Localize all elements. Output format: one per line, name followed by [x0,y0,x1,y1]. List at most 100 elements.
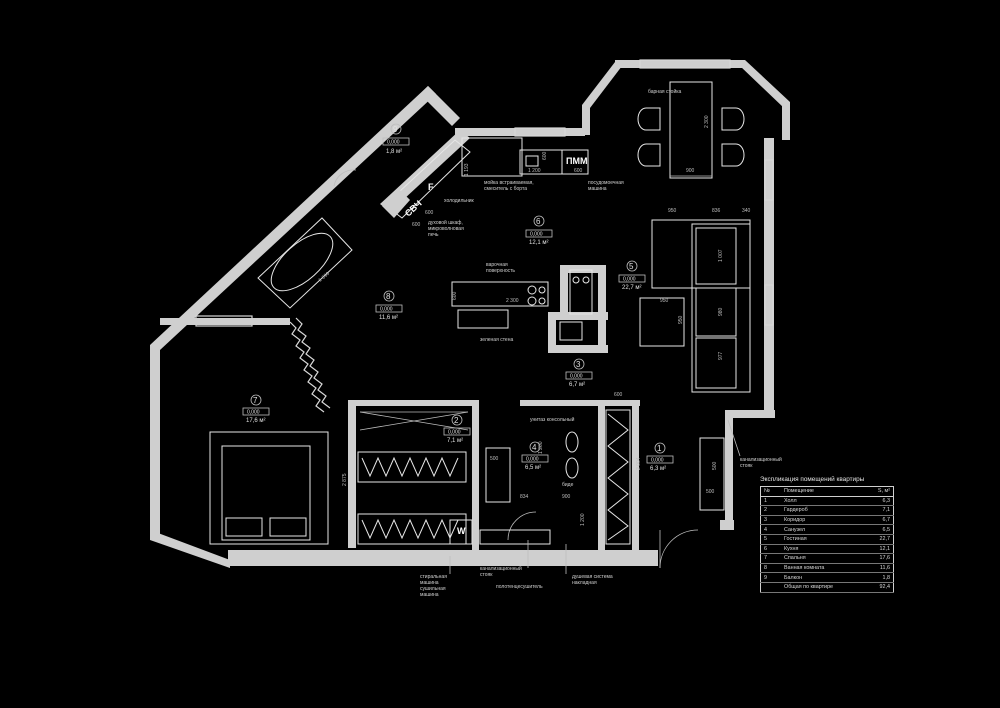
dim-950b: 950 [660,298,669,304]
hob-label: варочная [486,262,508,268]
row-num: 1 [760,496,781,507]
room-level-8: 0,000 [380,307,393,313]
room-number-7: 7 [253,396,258,405]
row-area: 12,1 [863,544,894,555]
sofa [639,219,751,393]
dim-2875: 2 875 [342,473,348,486]
room-level-5: 0,000 [623,277,636,283]
row-area: 7,1 [863,505,894,516]
dim-1193: 1 193 [464,163,470,176]
header-room: Помещение [781,486,863,497]
room-number-3: 3 [576,360,581,369]
dim-600d: 600 [452,291,458,300]
room-area-9: 1,8 м² [386,149,402,155]
washer-label: стиральная [420,574,447,580]
dishwasher-tag: ПММ [566,156,587,166]
bar-label: барная стойка [648,88,682,95]
oven-label-3: печь [428,232,439,238]
row-num: 8 [760,563,781,574]
shower-label-2: накладная [572,580,597,586]
row-name: Гостиная [781,534,863,545]
fixture-labels: ПММ СВЧ F W барная стойка мойка встраива… [403,88,782,598]
room-schedule: Экспликация помещений квартиры № Помещен… [760,476,894,593]
dim-836: 836 [712,208,721,214]
dishwasher-label-2: машина [588,186,607,192]
header-area: S, м² [863,486,894,497]
row-num: 5 [760,534,781,545]
dim-340: 340 [742,208,751,214]
room-number-6: 6 [536,217,541,226]
kitchen-units [382,137,593,341]
dim-2004: 2 004 [636,457,642,470]
room-area-2: 7,1 м² [447,438,463,444]
row-name: Коридор [781,515,863,526]
row-num: 7 [760,553,781,564]
room-number-9: 9 [393,125,398,134]
sink-label: мойка встраиваемая, [484,179,534,186]
row-area: 6,3 [863,496,894,507]
fridge-label: холодильник [444,198,475,204]
room-level-9: 0,000 [387,140,400,146]
dim-600f: 600 [412,222,421,228]
dim-1200: 1 200 [528,168,541,174]
dim-500b: 500 [712,461,718,470]
dishwasher-label: посудомоечная [588,180,624,186]
dim-977: 977 [718,351,724,360]
room-area-1: 6,3 м² [650,466,666,472]
riser-label: канализационный [740,456,782,463]
washer-label-4: машина [420,592,439,598]
header-num: № [760,486,781,497]
shower-label: душевая система [572,574,613,580]
room-number-4: 4 [532,443,537,452]
wc-label: унитаз консольный [530,416,575,423]
entrance-door [333,169,725,569]
room-level-4: 0,000 [526,457,539,463]
exterior-walls [150,59,790,568]
sink-label-2: смеситель с борта [484,186,527,192]
row-num: 6 [760,544,781,555]
room-number-5: 5 [629,262,634,271]
dim-1690: 1 690 [317,271,331,284]
room-level-2: 0,000 [448,430,461,436]
room-area-7: 17,6 м² [246,418,265,424]
dim-1200c: 1 200 [538,441,544,454]
riser-label-2: стояк [740,463,753,469]
row-num: 4 [760,524,781,535]
row-num: 9 [760,572,781,583]
dim-834: 834 [520,494,529,500]
row-area: 17,6 [863,553,894,564]
room-level-7: 0,000 [247,410,260,416]
dim-2300: 2 300 [704,115,710,128]
dim-900: 900 [686,168,695,174]
room-schedule-title: Экспликация помещений квартиры [760,476,865,483]
row-num: 2 [760,505,781,516]
row-name: Балкон [781,572,863,583]
dim-500a: 500 [490,456,499,462]
dim-2300b: 2 300 [506,298,519,304]
row-name: Спальня [781,553,863,564]
dim-500c: 500 [706,489,715,495]
row-area: 1,8 [863,572,894,583]
room-area-3: 6,7 м² [569,382,585,388]
dimensions: 900 2 300 1 200 600 600 1 193 600 950 83… [317,115,750,526]
row-name: Холл [781,496,863,507]
row-name: Санузел [781,524,863,535]
fridge-tag: F [428,182,434,192]
washer-label-2: машина [420,580,439,586]
room-level-1: 0,000 [651,458,664,464]
bathtub [257,217,353,309]
riser-label-4: стояк [480,572,493,578]
row-name: Кухня [781,544,863,555]
row-name: Гардероб [781,505,863,516]
room-level-6: 0,000 [530,232,543,238]
dim-600e: 600 [614,392,623,398]
room-number-1: 1 [657,444,662,453]
dim-950c: 950 [678,315,684,324]
